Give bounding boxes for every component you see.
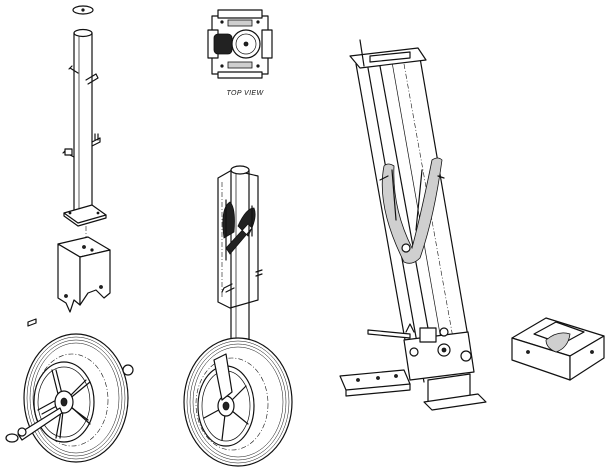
assembled-wheel bbox=[183, 337, 293, 467]
wheel-axle bbox=[17, 407, 63, 441]
exploded-tube-assembly bbox=[27, 5, 111, 327]
frame-assembly bbox=[339, 39, 487, 411]
upright-tube bbox=[62, 28, 101, 214]
crank-handle bbox=[367, 329, 411, 339]
top-view-drawing bbox=[207, 9, 273, 79]
frame-spring bbox=[381, 157, 443, 264]
axle-nut bbox=[122, 364, 134, 376]
saddle-block bbox=[511, 317, 605, 381]
jack-foot bbox=[423, 393, 487, 411]
exploded-wheel bbox=[5, 333, 134, 463]
top-view-label: TOP VIEW bbox=[226, 90, 264, 97]
fork-bracket bbox=[57, 236, 111, 313]
small-bolt bbox=[27, 318, 37, 327]
frame-rail bbox=[339, 369, 411, 391]
